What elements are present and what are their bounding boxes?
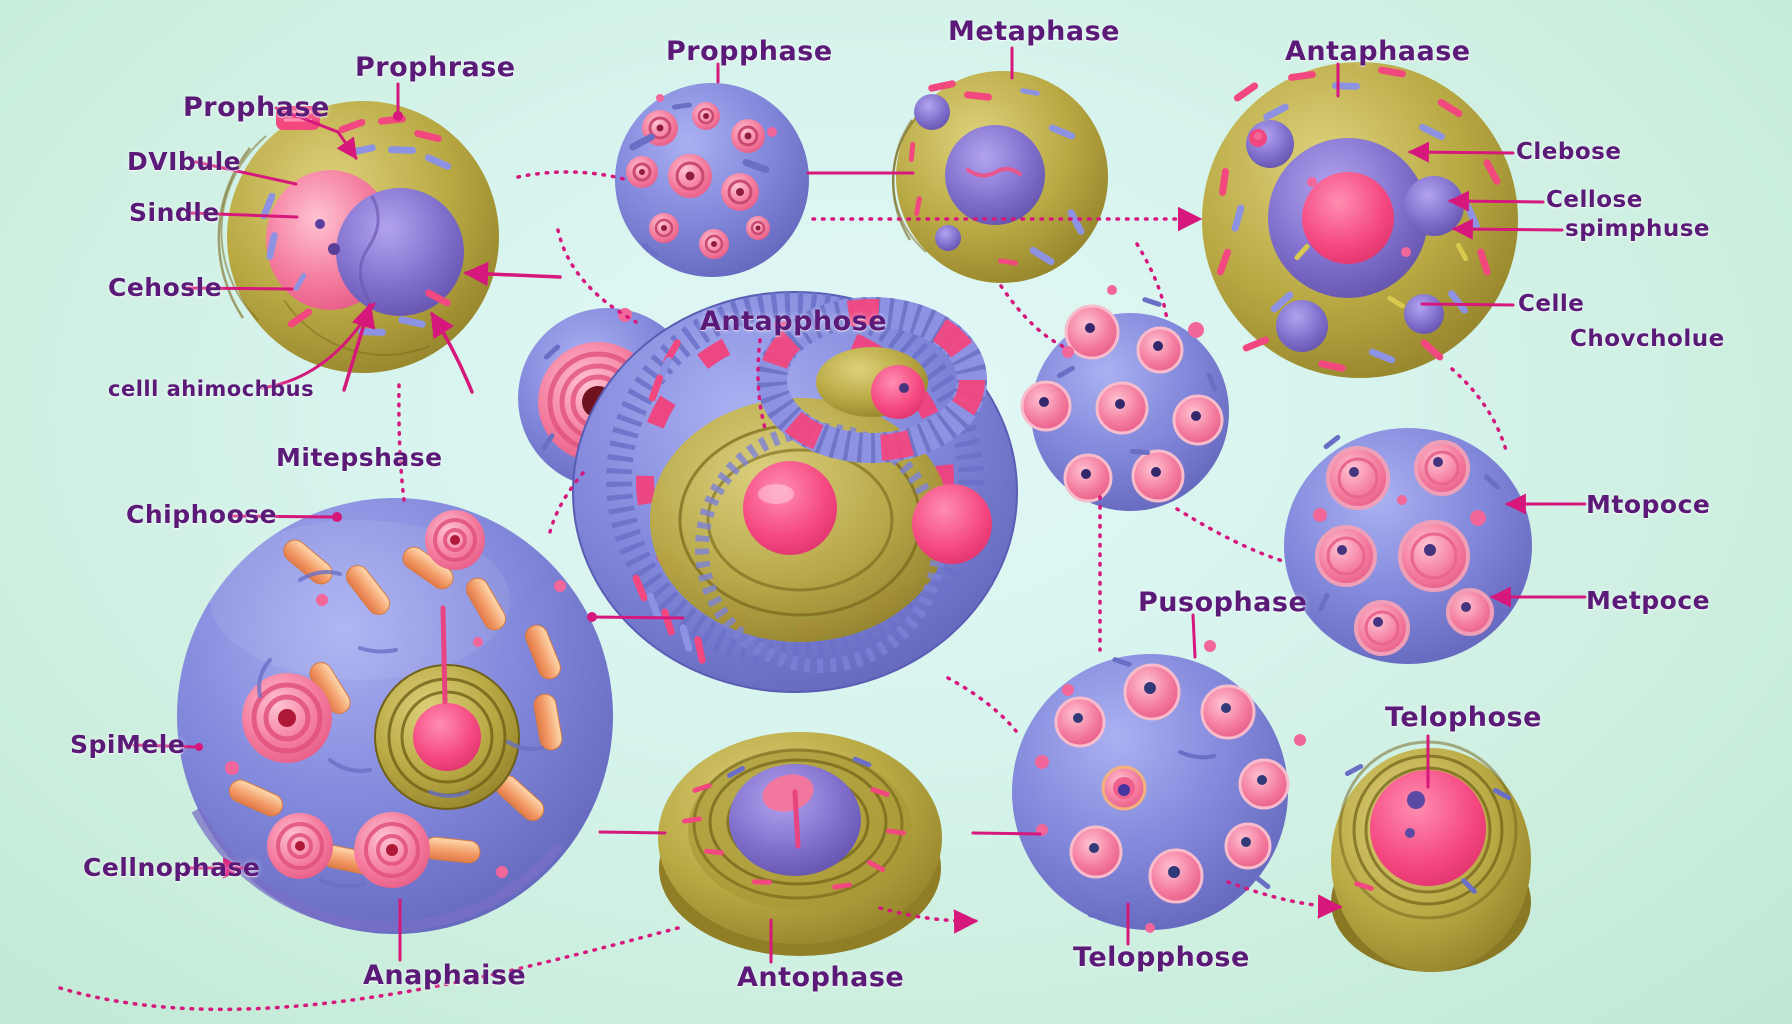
label-metpoce: Metpoce — [1586, 586, 1711, 615]
label-anaphaise: Anaphaise — [363, 960, 527, 991]
label-dvibule: DVIbule — [127, 147, 242, 176]
label-chiphoose: Chiphoose — [126, 500, 278, 529]
label-metaphase: Metaphase — [948, 16, 1120, 47]
callout-lines — [58, 46, 1587, 1012]
label-antophase: Antophase — [737, 962, 905, 993]
label-mitepshase: Mitepshase — [276, 443, 443, 472]
label-antapphose: Antapphose — [700, 306, 888, 337]
label-telopphose: Telopphose — [1073, 942, 1250, 973]
cell-propphase — [615, 83, 809, 277]
cell-antaphaase — [1202, 62, 1518, 378]
cell-pusophase — [1012, 640, 1306, 933]
cell-large-anaphase — [177, 498, 613, 934]
cell-berries — [1020, 285, 1229, 511]
label-telophose: Telophose — [1385, 702, 1542, 733]
cell-metaphase — [891, 71, 1108, 283]
label-cehosle: Cehosle — [108, 273, 223, 302]
label-cellnophase: Cellnophase — [83, 853, 261, 882]
label-cell-ahimochbus: celll ahimochbus — [108, 377, 315, 401]
cell-right-nuclei — [1284, 428, 1532, 664]
label-spimele: SpiMele — [70, 730, 186, 759]
label-pusophase: Pusophase — [1138, 587, 1308, 618]
label-propphase: Propphase — [666, 36, 833, 67]
label-spimphuse: spimphuse — [1565, 216, 1711, 242]
label-sindle: Sindle — [129, 198, 220, 227]
cell-prophase-top-left — [217, 101, 499, 373]
cell-telophose — [1331, 740, 1531, 972]
cell-central-dividing — [572, 291, 1018, 693]
label-prophrase-top: Prophrase — [355, 52, 516, 83]
label-cellose: Cellose — [1546, 187, 1643, 213]
label-prophase-left: Prophase — [183, 92, 330, 123]
label-antaphaase: Antaphaase — [1285, 36, 1471, 67]
label-mtopoce: Mtopoce — [1586, 490, 1711, 519]
cell-antophase-disc — [658, 732, 942, 956]
label-clebose: Clebose — [1516, 139, 1622, 165]
label-celle: Celle — [1518, 291, 1585, 317]
label-chovcholue: Chovcholue — [1570, 326, 1725, 352]
